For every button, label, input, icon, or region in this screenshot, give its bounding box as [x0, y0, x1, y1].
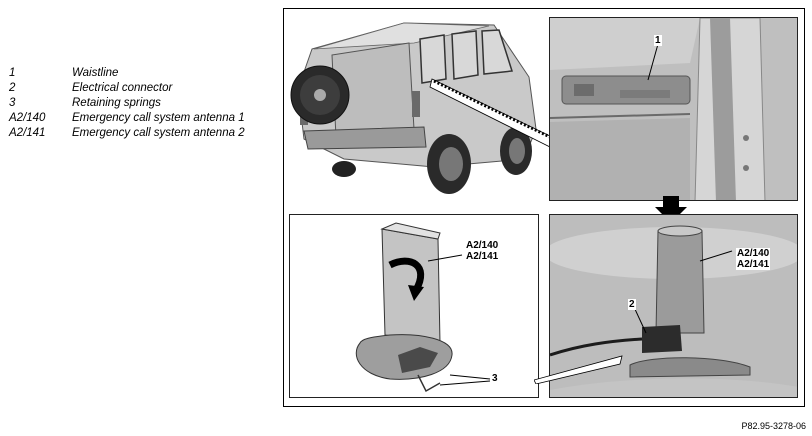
legend-item: 3 Retaining springs [9, 96, 279, 111]
callout-label: A2/140 [466, 240, 499, 251]
illustration-frame: 1 A2/140 A2/141 3 [283, 8, 805, 407]
callout-label: A2/141 [466, 251, 499, 262]
callout-label: A2/140 [736, 248, 771, 259]
callout-label: A2/141 [736, 259, 771, 270]
legend-key: A2/141 [9, 127, 46, 139]
figure-reference: P82.95-3278-06 [741, 421, 806, 431]
waistline-detail-illustration [550, 18, 797, 200]
legend-text: Emergency call system antenna 1 [72, 112, 245, 124]
legend-key: A2/140 [9, 112, 46, 124]
arrow-down-icon [655, 196, 687, 223]
legend: 1 Waistline 2 Electrical connector 3 Ret… [9, 66, 279, 141]
legend-text: Electrical connector [72, 82, 173, 94]
legend-text: Emergency call system antenna 2 [72, 127, 245, 139]
callout-label: 3 [492, 373, 498, 384]
legend-item: A2/141 Emergency call system antenna 2 [9, 126, 279, 141]
legend-text: Retaining springs [72, 97, 161, 109]
legend-item: A2/140 Emergency call system antenna 1 [9, 111, 279, 126]
parts-panel: A2/140 A2/141 3 [289, 214, 539, 398]
legend-key: 3 [9, 97, 16, 109]
legend-item: 2 Electrical connector [9, 81, 279, 96]
legend-key: 2 [9, 82, 16, 94]
detail-panel: 1 [549, 17, 798, 201]
legend-text: Waistline [72, 67, 119, 79]
callout-label: 2 [628, 299, 636, 310]
vehicle-illustration [290, 22, 553, 194]
leader-pointer [534, 355, 623, 384]
legend-key: 1 [9, 67, 16, 79]
antenna-parts-illustration [355, 222, 491, 393]
antenna-installation-illustration [550, 215, 797, 397]
legend-item: 1 Waistline [9, 66, 279, 81]
callout-label: 1 [654, 35, 662, 46]
